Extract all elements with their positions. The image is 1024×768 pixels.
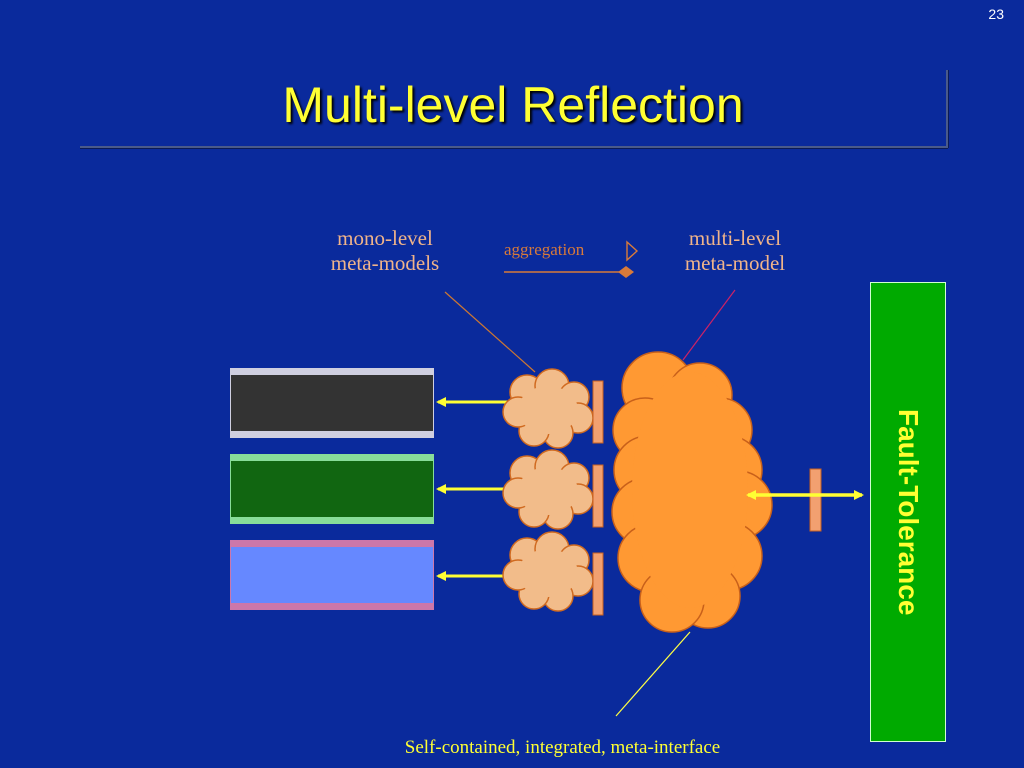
- mono-label-line-2: meta-models: [330, 251, 440, 275]
- aggregation-label: aggregation: [504, 240, 585, 259]
- mono-level-label: mono-level meta-models: [300, 226, 470, 276]
- fault-tolerance-box: [870, 282, 946, 742]
- multi-label-line-2: meta-model: [684, 251, 786, 275]
- fault-tolerance-label: Fault-Tolerance: [893, 408, 924, 616]
- mono-meta-model-cloud-2: [502, 449, 594, 530]
- multi-level-meta-model-cloud: [611, 351, 773, 633]
- base-layer-blue: [230, 540, 434, 610]
- title-rule-right: [946, 70, 949, 148]
- multi-label-line-1: multi-level: [688, 226, 782, 250]
- mono-label-line-1: mono-level: [337, 226, 433, 250]
- base-layer-green: [230, 454, 434, 524]
- multi-leader-line: [682, 289, 736, 361]
- base-layer-dark: [230, 368, 434, 438]
- mono-interface-bar-1: [592, 380, 604, 444]
- mono-interface-bar-2: [592, 464, 604, 528]
- mono-interface-bar-3: [592, 552, 604, 616]
- multi-level-label: multi-level meta-model: [655, 226, 815, 276]
- ft-interface-bar: [809, 468, 822, 532]
- slide-title: Multi-level Reflection: [282, 77, 744, 133]
- mono-meta-model-cloud-3: [502, 531, 594, 612]
- mono-leader-line: [444, 291, 536, 373]
- title-rule-bottom: [80, 146, 948, 149]
- mono-meta-model-cloud-1: [502, 368, 594, 449]
- aggregation-arrow-icon: [504, 240, 639, 278]
- caption-leader-line: [615, 631, 691, 717]
- page-number: 23: [988, 6, 1004, 22]
- caption: Self-contained, integrated, meta-interfa…: [404, 737, 721, 758]
